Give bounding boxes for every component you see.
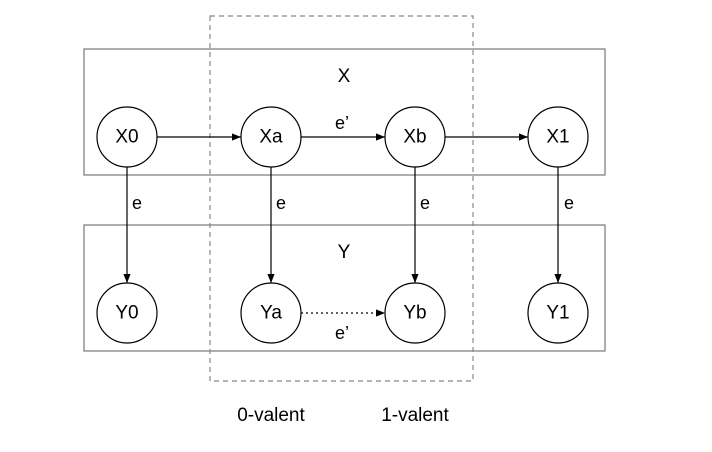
edge-label-xa-xb: e’ [335,113,349,133]
node-ya-label: Ya [260,303,282,324]
group-y-label: Y [338,242,351,263]
group-x-box [83,48,606,176]
node-ya: Ya [240,282,302,344]
node-xb-label: Xb [403,127,426,148]
one-valent-label: 1-valent [381,405,449,426]
node-y0-label: Y0 [115,303,138,324]
node-yb-label: Yb [403,303,426,324]
node-x1-label: X1 [546,127,569,148]
node-xb: Xb [384,106,446,168]
node-x1: X1 [527,106,589,168]
node-yb: Yb [384,282,446,344]
edge-label-xb-yb: e [420,193,430,213]
node-y0: Y0 [96,282,158,344]
node-x0-label: X0 [115,127,138,148]
node-y1-label: Y1 [546,303,569,324]
edge-label-ya-yb: e’ [335,323,349,343]
node-x0: X0 [96,106,158,168]
node-xa-label: Xa [259,127,283,148]
zero-valent-label: 0-valent [237,405,305,426]
critical-region-dashed-box [209,15,474,382]
edge-label-xa-ya: e [276,193,286,213]
node-y1: Y1 [527,282,589,344]
edge-label-x1-y1: e [564,193,574,213]
edge-label-x0-y0: e [132,193,142,213]
group-x-label: X [338,66,351,87]
node-xa: Xa [240,106,302,168]
group-y-box [83,224,606,352]
